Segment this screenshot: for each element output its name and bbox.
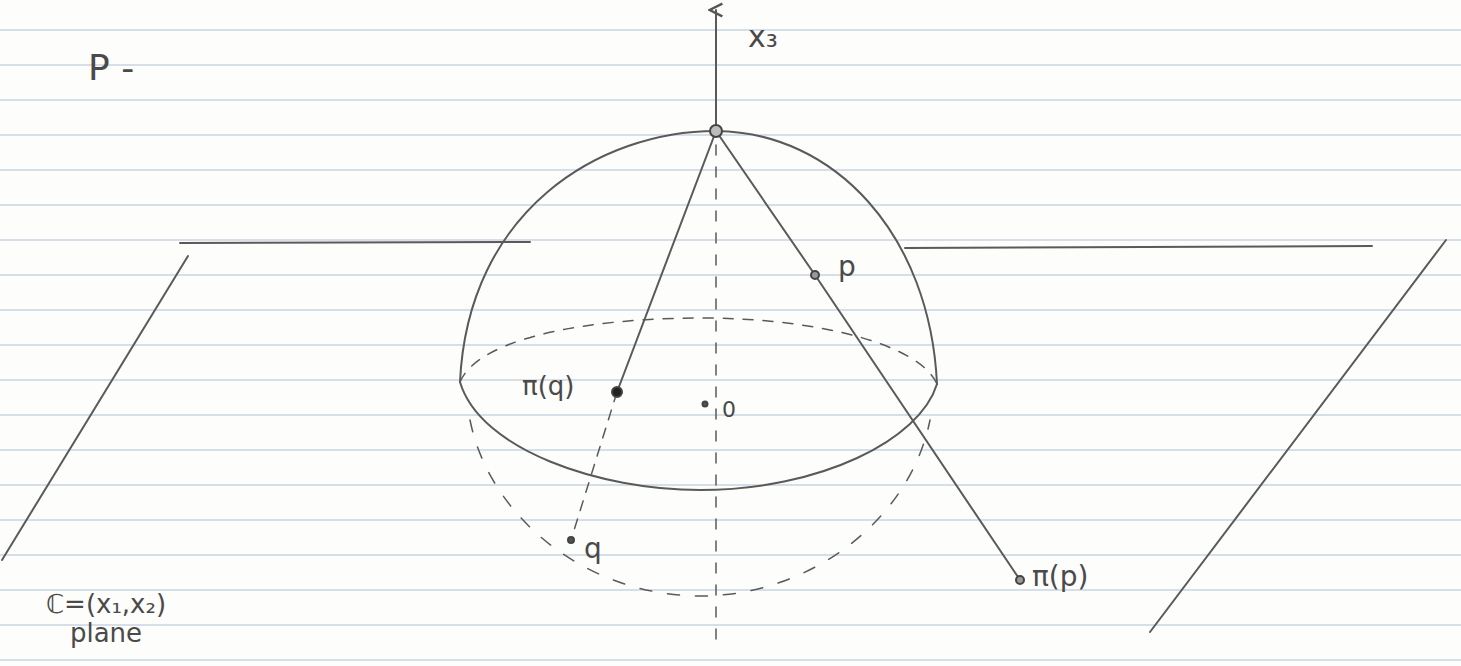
ruled-line xyxy=(0,64,1461,66)
ruled-line xyxy=(0,624,1461,626)
ruled-line xyxy=(0,309,1461,311)
ruled-line xyxy=(0,239,1461,241)
point-label: π(q) xyxy=(522,372,574,401)
upper-hemisphere xyxy=(460,131,937,384)
ruled-line xyxy=(0,379,1461,381)
ray-to-pi-q xyxy=(617,131,716,392)
lower-hemisphere xyxy=(470,420,930,596)
origin-label: 0 xyxy=(722,398,736,422)
plane-edge xyxy=(2,256,188,560)
ruled-line xyxy=(0,134,1461,136)
axis-label: x₃ xyxy=(748,20,778,53)
ruled-line xyxy=(0,344,1461,346)
point-label: p xyxy=(838,252,856,283)
point-p xyxy=(811,271,819,279)
plane-edge xyxy=(905,246,1372,248)
ruled-line xyxy=(0,169,1461,171)
ray-to-p xyxy=(716,131,815,275)
plane-edge xyxy=(180,242,530,243)
point-pi-p xyxy=(1016,576,1024,584)
ruled-line xyxy=(0,659,1461,661)
point-q xyxy=(568,537,574,543)
origin-point xyxy=(703,402,708,407)
ruled-lines xyxy=(0,30,1461,660)
ray-pi-q-to-q xyxy=(571,392,617,540)
plane-label: ℂ=(x₁,x₂) plane xyxy=(6,590,206,647)
ruled-line xyxy=(0,274,1461,276)
ruled-line xyxy=(0,204,1461,206)
ruled-line xyxy=(0,99,1461,101)
ruled-line xyxy=(0,484,1461,486)
ruled-line xyxy=(0,589,1461,591)
ray-p-to-pi-p xyxy=(815,275,1020,580)
x3-axis xyxy=(715,10,717,126)
point-label: q xyxy=(584,534,602,565)
ruled-line xyxy=(0,29,1461,31)
plane-edge xyxy=(1150,240,1446,632)
vertical-axis-dashed xyxy=(715,145,717,640)
point-pi-q xyxy=(612,387,622,397)
ruled-line xyxy=(0,554,1461,556)
north-pole xyxy=(710,125,722,137)
point-label: π(p) xyxy=(1032,562,1088,593)
ruled-line xyxy=(0,449,1461,451)
ruled-line xyxy=(0,519,1461,521)
figure-letter: P - xyxy=(88,48,134,88)
